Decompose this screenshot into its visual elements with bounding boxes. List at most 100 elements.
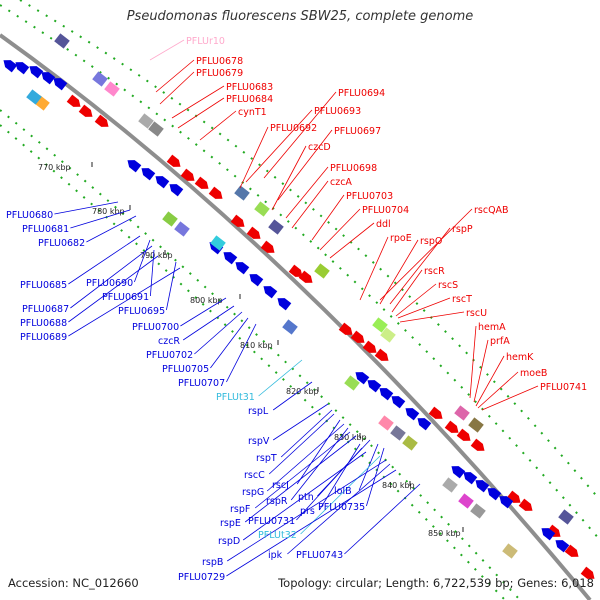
forward-gene-label[interactable]: czcA [330, 177, 352, 188]
reverse-gene-label[interactable]: PFLU0681 [22, 224, 69, 235]
forward-gene-label[interactable]: PFLU0741 [540, 382, 587, 393]
forward-callout-line [291, 180, 329, 229]
reverse-gene-label[interactable]: rspD [218, 536, 240, 547]
forward-gene-label[interactable]: rspO [420, 236, 442, 247]
reverse-callout-line [266, 423, 345, 492]
reverse-gene-label[interactable]: rspB [202, 557, 223, 568]
reverse-gene-label[interactable]: pth [298, 492, 314, 503]
forward-gene-label[interactable]: PFLU0684 [226, 94, 273, 105]
forward-gene-arrow [564, 544, 579, 557]
forward-gene-label[interactable]: hemA [478, 322, 506, 333]
reverse-gene-arrow [53, 78, 68, 91]
forward-gene-arrow [298, 270, 313, 283]
reverse-gene-label[interactable]: rspF [230, 504, 250, 515]
reverse-gene-label[interactable]: PFLU0743 [296, 550, 343, 561]
reverse-callout-line [226, 323, 257, 383]
reverse-gene-label[interactable]: PFLU0690 [86, 278, 133, 289]
reverse-gene-label[interactable]: PFLU0689 [20, 332, 67, 343]
forward-gene-label[interactable]: PFLU0698 [330, 163, 377, 174]
reverse-gene-label[interactable]: rscJ [272, 480, 289, 491]
reverse-gene-label[interactable]: PFLU0729 [178, 572, 225, 583]
reverse-callout-line [254, 431, 351, 509]
forward-callout-line [329, 222, 375, 259]
reverse-gene-label[interactable]: PFLU0688 [20, 318, 67, 329]
reverse-gene-label[interactable]: PFLU0685 [20, 280, 67, 291]
forward-gene-arrow [518, 498, 533, 511]
forward-gene-label[interactable]: rscT [452, 294, 472, 305]
forward-gene-label[interactable]: PFLU0704 [362, 205, 409, 216]
forward-gene-label[interactable]: PFLUr10 [186, 36, 225, 47]
reverse-callout-line [70, 209, 131, 229]
forward-gene-label[interactable]: PFLU0683 [226, 82, 273, 93]
forward-callout-line [391, 269, 423, 313]
forward-callout-line [285, 166, 329, 219]
forward-gene-label[interactable]: rscQAB [474, 205, 509, 216]
reverse-gene-label[interactable]: PFLU0682 [38, 238, 85, 249]
forward-gene-label[interactable]: PFLU0697 [334, 126, 381, 137]
forward-gene-label[interactable]: PFLU0703 [346, 191, 393, 202]
reverse-gene-label[interactable]: rspG [242, 487, 264, 498]
forward-gene-label[interactable]: PFLU0679 [196, 68, 243, 79]
forward-gene-label[interactable]: rscR [424, 266, 445, 277]
forward-callout-line [155, 59, 195, 93]
forward-gene-label[interactable]: rspP [452, 224, 473, 235]
reverse-gene-label[interactable]: PFLU0680 [6, 210, 53, 221]
reverse-gene-label[interactable]: PFLU0695 [118, 306, 165, 317]
reverse-gene-label[interactable]: PFLU0707 [178, 378, 225, 389]
reverse-callout-line [226, 459, 387, 562]
cog-block [92, 71, 108, 87]
forward-callout-line [311, 194, 345, 241]
reverse-gene-label[interactable]: PFLUt31 [216, 392, 255, 403]
reverse-gene-label[interactable]: PFLU0700 [132, 322, 179, 333]
reverse-gene-label[interactable]: rspE [220, 518, 241, 529]
reverse-gene-arrow [463, 472, 478, 485]
reverse-gene-arrow [367, 380, 382, 393]
cog-block [558, 509, 574, 525]
cog-block [468, 417, 484, 433]
reverse-gene-label[interactable]: PFLU0731 [248, 516, 295, 527]
cog-block [54, 33, 70, 49]
forward-gene-arrow [230, 214, 245, 227]
forward-gene-label[interactable]: PFLU0692 [270, 123, 317, 134]
forward-gene-label[interactable]: ddl [376, 219, 391, 230]
cog-block [268, 219, 284, 235]
forward-gene-label[interactable]: PFLU0678 [196, 56, 243, 67]
reverse-callout-line [68, 235, 141, 285]
callout-lines [54, 39, 539, 577]
forward-gene-label[interactable]: hemK [506, 352, 534, 363]
reverse-gene-label[interactable]: rspL [248, 406, 269, 417]
forward-gene-label[interactable]: cynT1 [238, 107, 267, 118]
reverse-gene-label[interactable]: rspT [256, 453, 277, 464]
reverse-gene-label[interactable]: prs [300, 506, 315, 517]
reverse-gene-label[interactable]: PFLU0735 [318, 502, 365, 513]
reverse-callout-line [287, 463, 391, 555]
reverse-callout-line [296, 447, 363, 521]
forward-callout-line [199, 110, 237, 141]
forward-gene-label[interactable]: prfA [490, 336, 510, 347]
forward-gene-label[interactable]: czcD [308, 142, 331, 153]
reverse-gene-arrow [417, 418, 432, 431]
reverse-gene-label[interactable]: ipk [268, 550, 283, 561]
reverse-gene-label[interactable]: PFLU0687 [22, 304, 69, 315]
forward-gene-label[interactable]: PFLU0694 [338, 88, 385, 99]
cog-block [442, 477, 458, 493]
reverse-gene-label[interactable]: lolB [334, 486, 352, 497]
cog-block [454, 405, 470, 421]
cog-block [372, 317, 388, 333]
reverse-gene-label[interactable]: rspR [266, 496, 288, 507]
reverse-gene-label[interactable]: PFLU0702 [146, 350, 193, 361]
forward-callout-line [263, 91, 337, 179]
forward-gene-label[interactable]: moeB [520, 368, 547, 379]
reverse-gene-label[interactable]: PFLU0691 [102, 292, 149, 303]
reverse-gene-label[interactable]: PFLU0705 [162, 364, 209, 375]
forward-gene-label[interactable]: rscS [438, 280, 458, 291]
forward-gene-label[interactable]: PFLU0693 [314, 106, 361, 117]
reverse-callout-line [319, 443, 361, 511]
reverse-gene-label[interactable]: rspV [248, 436, 270, 447]
reverse-gene-label[interactable]: rscC [244, 470, 265, 481]
forward-gene-label[interactable]: rpoE [390, 233, 412, 244]
reverse-gene-label[interactable]: czcR [158, 336, 180, 347]
reverse-gene-label[interactable]: PFLUt32 [258, 530, 297, 541]
forward-gene-label[interactable]: rscU [466, 308, 487, 319]
